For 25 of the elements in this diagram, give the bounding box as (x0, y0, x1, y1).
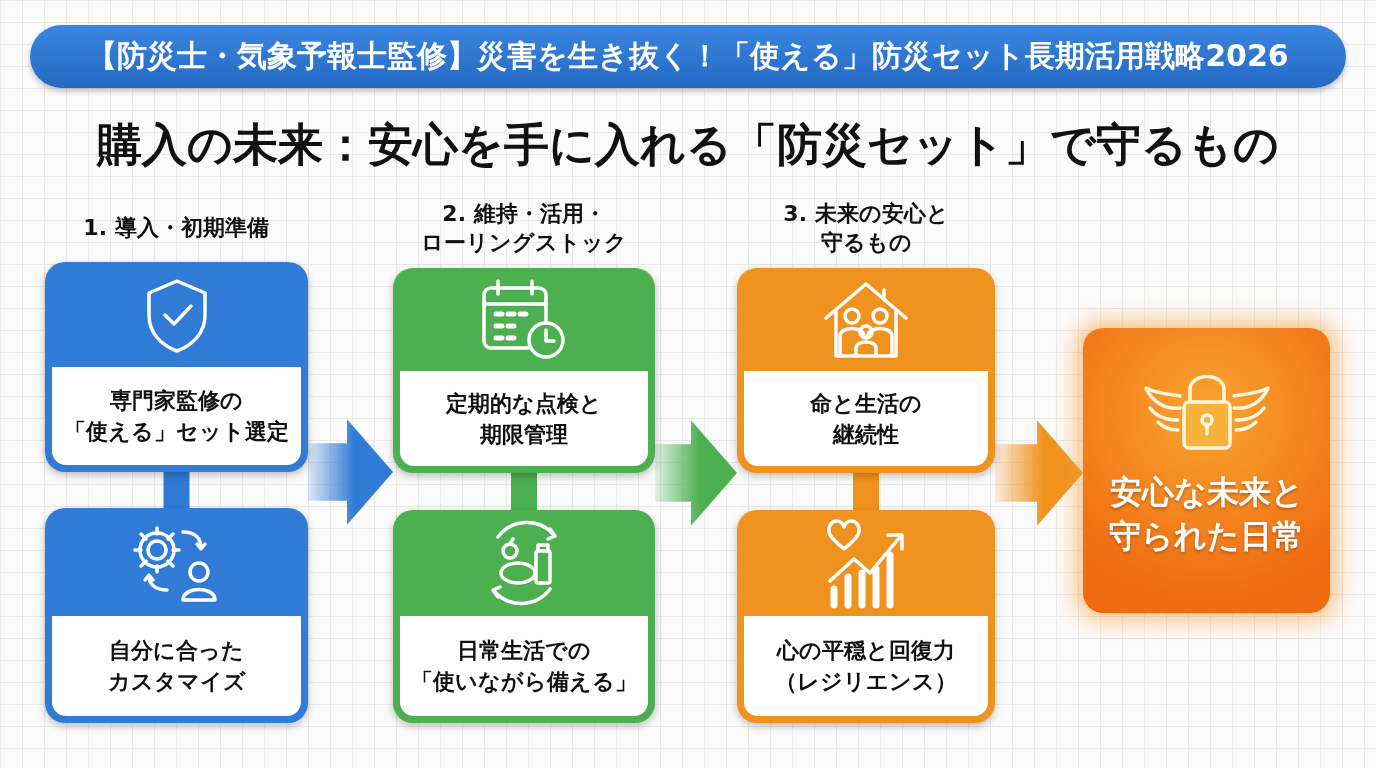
result-text: 安心な未来と守られた日常 (1108, 472, 1305, 557)
step-card (393, 268, 655, 473)
arrow (995, 420, 1083, 526)
card-label: 日常生活での「使いながら備える」 (400, 616, 648, 716)
connector-bar (853, 473, 879, 510)
step-card (45, 262, 308, 472)
card-label: 心の平穏と回復力（レジリエンス） (744, 616, 988, 716)
subtitle: 購入の未来：安心を手に入れる「防災セット」で守るもの (95, 117, 1280, 173)
card-label: 自分に合ったカスタマイズ (52, 616, 301, 716)
step-card (737, 268, 995, 473)
title-banner: 【防災士・気象予報士監修】災害を生き抜く！「使える」防災セット長期活用戦略2026 (30, 25, 1346, 88)
column-heading: 1. 導入・初期準備 (82, 214, 270, 242)
card-label: 定期的な点検と期限管理 (400, 371, 648, 466)
card-label: 専門家監修の「使える」セット選定 (52, 367, 301, 465)
arrow (308, 419, 393, 525)
connector-bar (163, 472, 190, 508)
connector-bar (511, 473, 537, 510)
step-card (45, 508, 308, 723)
result-card (1083, 328, 1330, 613)
arrow (655, 420, 737, 526)
step-card (737, 510, 995, 723)
column-heading: 3. 未来の安心と守るもの (782, 200, 950, 257)
step-card (393, 510, 655, 723)
card-label: 命と生活の継続性 (744, 371, 988, 466)
column-heading: 2. 維持・活用・ローリングストック (420, 200, 628, 257)
